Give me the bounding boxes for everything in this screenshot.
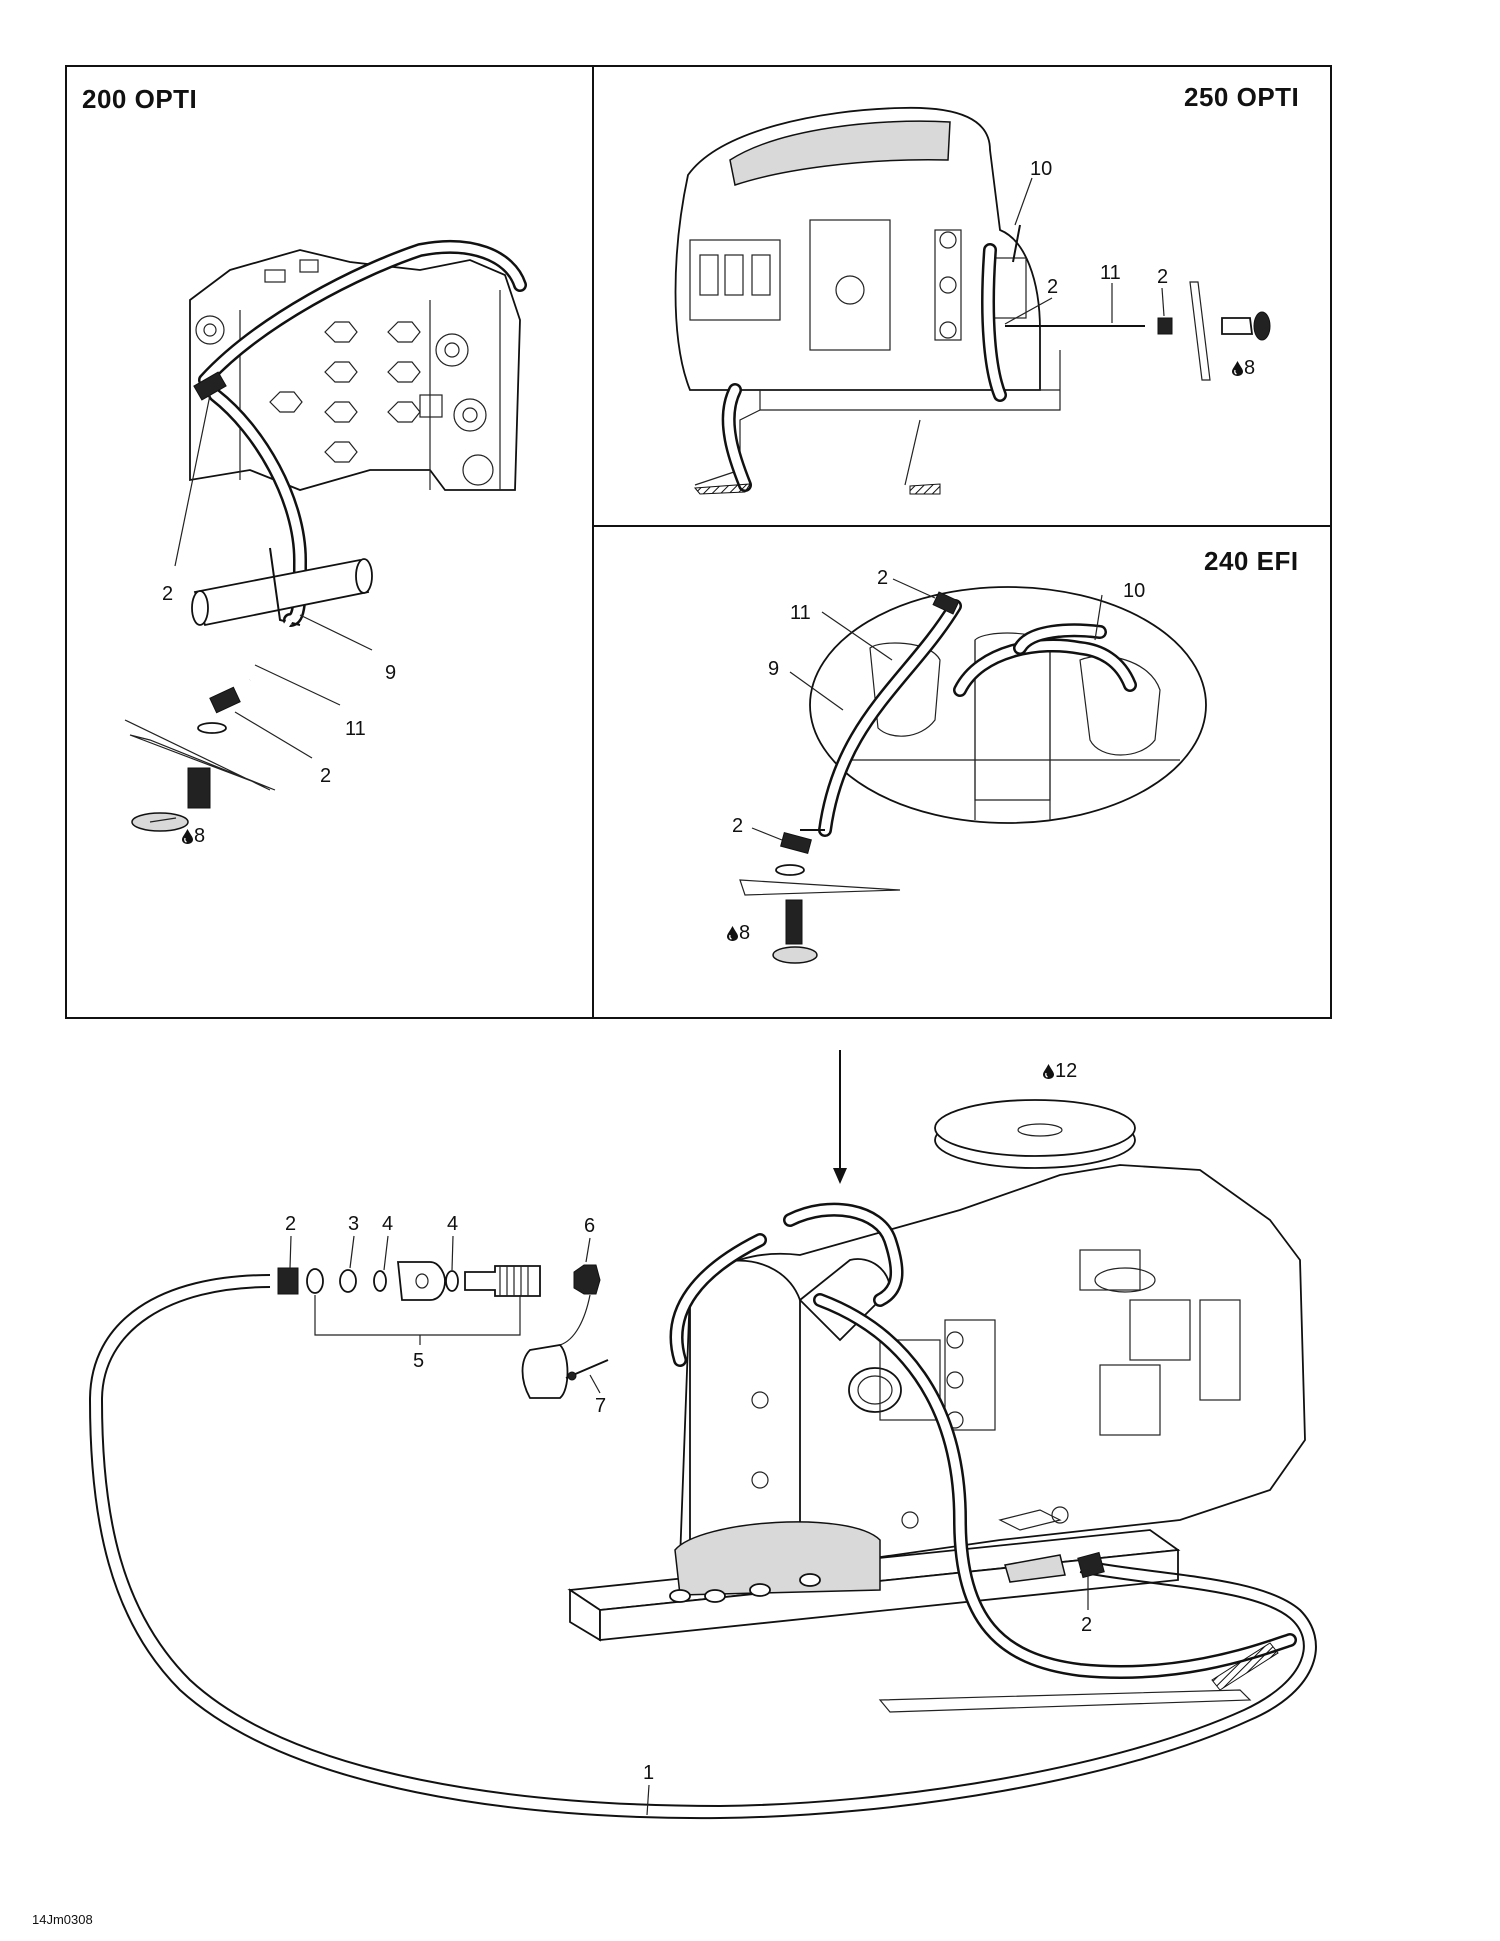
exploded-fitting-parts [277, 1261, 609, 1399]
oil-drop-icon [182, 829, 193, 844]
main-engine-illustration [88, 1050, 1317, 1820]
callout-p240-11: 11 [790, 602, 811, 624]
engine-240-efi-illustration [739, 586, 1207, 964]
callout-p250-2b: 2 [1157, 266, 1169, 288]
oil-drop-icon [1043, 1064, 1054, 1079]
engine-200-opti-illustration [124, 240, 527, 832]
callout-p250-8-text: 8 [1244, 357, 1256, 379]
panel-title-250-opti: 250 OPTI [1184, 82, 1300, 112]
callout-p240-10: 10 [1123, 580, 1146, 602]
callout-p240-8: 8 [727, 922, 750, 944]
callout-p200-11: 11 [345, 718, 366, 740]
panel-title-200-opti: 200 OPTI [82, 84, 198, 114]
callout-p250-8: 8 [1232, 357, 1255, 379]
callout-p240-9: 9 [768, 658, 780, 680]
callout-p250-11: 11 [1100, 262, 1121, 284]
callout-main-7: 7 [595, 1395, 607, 1417]
callout-p250-10: 10 [1030, 158, 1053, 180]
callout-main-6: 6 [584, 1215, 596, 1237]
callout-main-1: 1 [643, 1762, 655, 1784]
callout-p240-8-text: 8 [739, 922, 751, 944]
leaders-main [289, 1235, 1089, 1816]
callout-main-12: 12 [1043, 1060, 1077, 1082]
oil-drop-icon [1232, 361, 1243, 376]
leaders-200-opti [149, 394, 373, 823]
pipe-bracket [191, 547, 373, 627]
callout-main-12-text: 12 [1055, 1060, 1078, 1082]
callout-p240-2a: 2 [877, 567, 889, 589]
callout-main-3: 3 [348, 1213, 360, 1235]
callout-p200-8-text: 8 [194, 825, 206, 847]
leaders-240-efi [751, 578, 1103, 841]
oil-drop-icon [727, 926, 738, 941]
callout-main-5: 5 [413, 1350, 425, 1372]
callout-p200-2a: 2 [162, 583, 174, 605]
callout-p240-2b: 2 [732, 815, 744, 837]
callout-p200-8: 8 [182, 825, 205, 847]
callout-p200-9: 9 [385, 662, 397, 684]
callout-main-2a: 2 [285, 1213, 297, 1235]
engine-250-opti-illustration [674, 106, 1271, 495]
figure-reference-code: 14Jm0308 [32, 1912, 93, 1927]
callout-main-4a: 4 [382, 1213, 394, 1235]
leaders-250-opti [1004, 177, 1165, 325]
panel-title-240-efi: 240 EFI [1204, 546, 1299, 576]
callout-p200-2b: 2 [320, 765, 332, 787]
callout-main-4b: 4 [447, 1213, 459, 1235]
callout-p250-2a: 2 [1047, 276, 1059, 298]
callout-main-2b: 2 [1081, 1614, 1093, 1636]
panel-frame [65, 65, 1332, 1019]
